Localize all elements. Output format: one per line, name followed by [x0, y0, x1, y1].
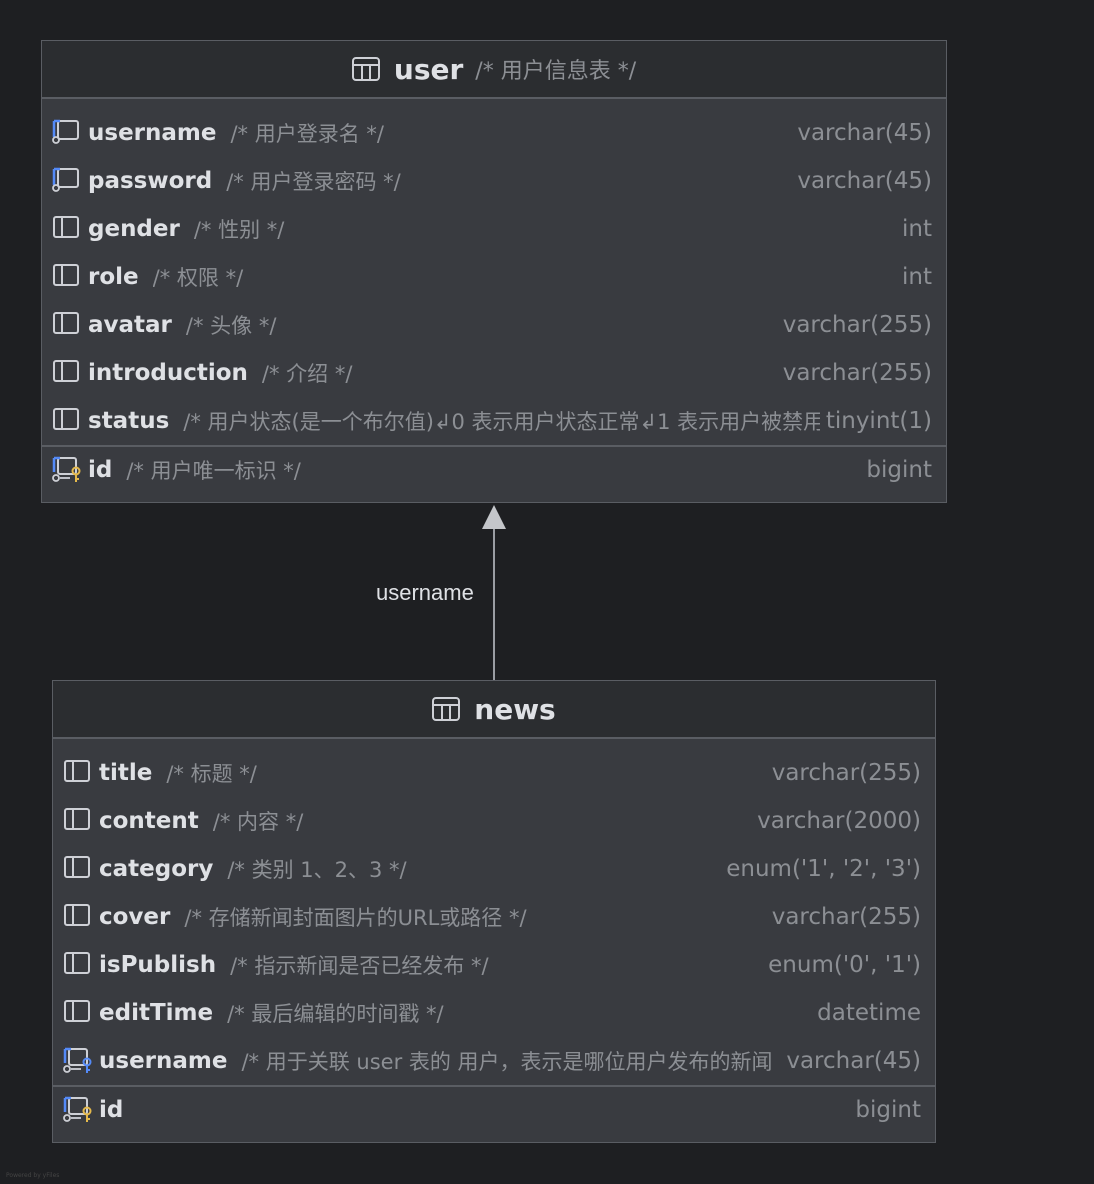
column-name: status: [88, 408, 170, 434]
column-row[interactable]: status /* 用户状态(是一个布尔值)↲0 表示用户状态正常↲1 表示用户被…: [42, 397, 946, 445]
column-type: bigint: [866, 457, 932, 483]
column-row[interactable]: cover /* 存储新闻封面图片的URL或路径 */ varchar(255): [53, 893, 935, 941]
column-row[interactable]: content /* 内容 */ varchar(2000): [53, 797, 935, 845]
column-name: avatar: [88, 312, 172, 338]
column-comment: /* 用户状态(是一个布尔值)↲0 表示用户状态正常↲1 表示用户被禁用: [183, 410, 820, 434]
column-type: tinyint(1): [825, 408, 932, 434]
column-row[interactable]: title /* 标题 */ varchar(255): [53, 749, 935, 797]
column-name: cover: [99, 904, 171, 930]
table-user[interactable]: user /* 用户信息表 */ username /* 用户登录名 */ varc…: [41, 40, 947, 503]
column-row[interactable]: username /* 用户登录名 */ varchar(45): [42, 109, 946, 157]
column-name: role: [88, 264, 139, 290]
column-type: varchar(255): [771, 904, 921, 930]
column-comment: /* 性别 */: [193, 218, 285, 242]
column-row[interactable]: role /* 权限 */ int: [42, 253, 946, 301]
column-comment: /* 存储新闻封面图片的URL或路径 */: [184, 906, 527, 930]
column-comment: /* 类别 1、2、3 */: [227, 858, 407, 882]
column-row[interactable]: category /* 类别 1、2、3 */ enum('1', '2', '3'…: [53, 845, 935, 893]
index-column-icon: [52, 119, 82, 147]
table-name: user: [393, 52, 464, 86]
column-type: int: [902, 264, 932, 290]
column-type: enum('1', '2', '3'): [726, 856, 921, 882]
column-type: datetime: [817, 1000, 921, 1026]
relation-arrowhead: [482, 505, 506, 529]
column-icon: [52, 263, 82, 291]
table-news[interactable]: news title /* 标题 */ varchar(255) content /* …: [52, 680, 936, 1143]
column-row[interactable]: username /* 用于关联 user 表的 用户，表示是哪位用户发布的新闻 v…: [53, 1037, 935, 1085]
column-list: username /* 用户登录名 */ varchar(45) password /*…: [42, 109, 946, 493]
column-name: editTime: [99, 1000, 214, 1026]
primary-key-icon: [63, 1096, 93, 1124]
primary-key-icon: [52, 456, 82, 484]
index-column-icon: [52, 167, 82, 195]
column-list: title /* 标题 */ varchar(255) content /* 内容 */…: [53, 749, 935, 1133]
column-name: introduction: [88, 360, 248, 386]
column-type: varchar(45): [797, 168, 932, 194]
table-header[interactable]: news: [53, 681, 935, 739]
column-name: username: [88, 120, 217, 146]
column-comment: /* 用于关联 user 表的 用户，表示是哪位用户发布的新闻: [241, 1050, 773, 1074]
primary-key-row[interactable]: id /* 用户唯一标识 */ bigint: [42, 445, 946, 493]
column-type: varchar(2000): [757, 808, 921, 834]
column-row[interactable]: gender /* 性别 */ int: [42, 205, 946, 253]
column-row[interactable]: isPublish /* 指示新闻是否已经发布 */ enum('0', '1'): [53, 941, 935, 989]
column-name: title: [99, 760, 153, 786]
column-icon: [52, 407, 82, 435]
column-type: enum('0', '1'): [768, 952, 921, 978]
column-name: username: [99, 1048, 228, 1074]
column-row[interactable]: avatar /* 头像 */ varchar(255): [42, 301, 946, 349]
table-icon: [351, 57, 380, 81]
column-type: varchar(45): [797, 120, 932, 146]
column-name: gender: [88, 216, 180, 242]
column-row[interactable]: editTime /* 最后编辑的时间戳 */ datetime: [53, 989, 935, 1037]
column-name: id: [88, 457, 113, 483]
column-icon: [63, 951, 93, 979]
column-type: varchar(255): [782, 312, 932, 338]
column-name: password: [88, 168, 213, 194]
column-type: varchar(255): [771, 760, 921, 786]
column-icon: [52, 311, 82, 339]
column-comment: /* 指示新闻是否已经发布 */: [230, 954, 489, 978]
table-icon: [432, 697, 461, 721]
column-comment: /* 标题 */: [166, 762, 257, 786]
column-comment: /* 用户唯一标识 */: [126, 459, 301, 483]
table-header[interactable]: user /* 用户信息表 */: [42, 41, 946, 99]
column-name: id: [99, 1097, 124, 1123]
column-icon: [52, 215, 82, 243]
column-icon: [63, 807, 93, 835]
column-icon: [63, 759, 93, 787]
column-comment: /* 权限 */: [152, 266, 244, 290]
column-comment: /* 用户登录名 */: [230, 122, 384, 146]
footnote: Powered by yFiles: [6, 1172, 60, 1179]
column-type: int: [902, 216, 932, 242]
column-name: category: [99, 856, 214, 882]
column-comment: /* 最后编辑的时间戳 */: [227, 1002, 444, 1026]
column-type: varchar(255): [782, 360, 932, 386]
column-icon: [63, 999, 93, 1027]
column-icon: [52, 359, 82, 387]
table-name: news: [474, 692, 556, 726]
column-comment: /* 头像 */: [185, 314, 277, 338]
column-type: bigint: [855, 1097, 921, 1123]
column-type: varchar(45): [786, 1048, 921, 1074]
column-icon: [63, 903, 93, 931]
table-comment: /* 用户信息表 */: [475, 59, 637, 84]
column-icon: [63, 855, 93, 883]
foreign-key-icon: [63, 1047, 93, 1075]
column-comment: /* 内容 */: [212, 810, 304, 834]
column-comment: /* 用户登录密码 */: [226, 170, 401, 194]
relation-label: username: [376, 580, 474, 605]
column-name: content: [99, 808, 199, 834]
column-name: isPublish: [99, 952, 217, 978]
primary-key-row[interactable]: id bigint: [53, 1085, 935, 1133]
column-row[interactable]: introduction /* 介绍 */ varchar(255): [42, 349, 946, 397]
column-row[interactable]: password /* 用户登录密码 */ varchar(45): [42, 157, 946, 205]
column-comment: /* 介绍 */: [261, 362, 353, 386]
